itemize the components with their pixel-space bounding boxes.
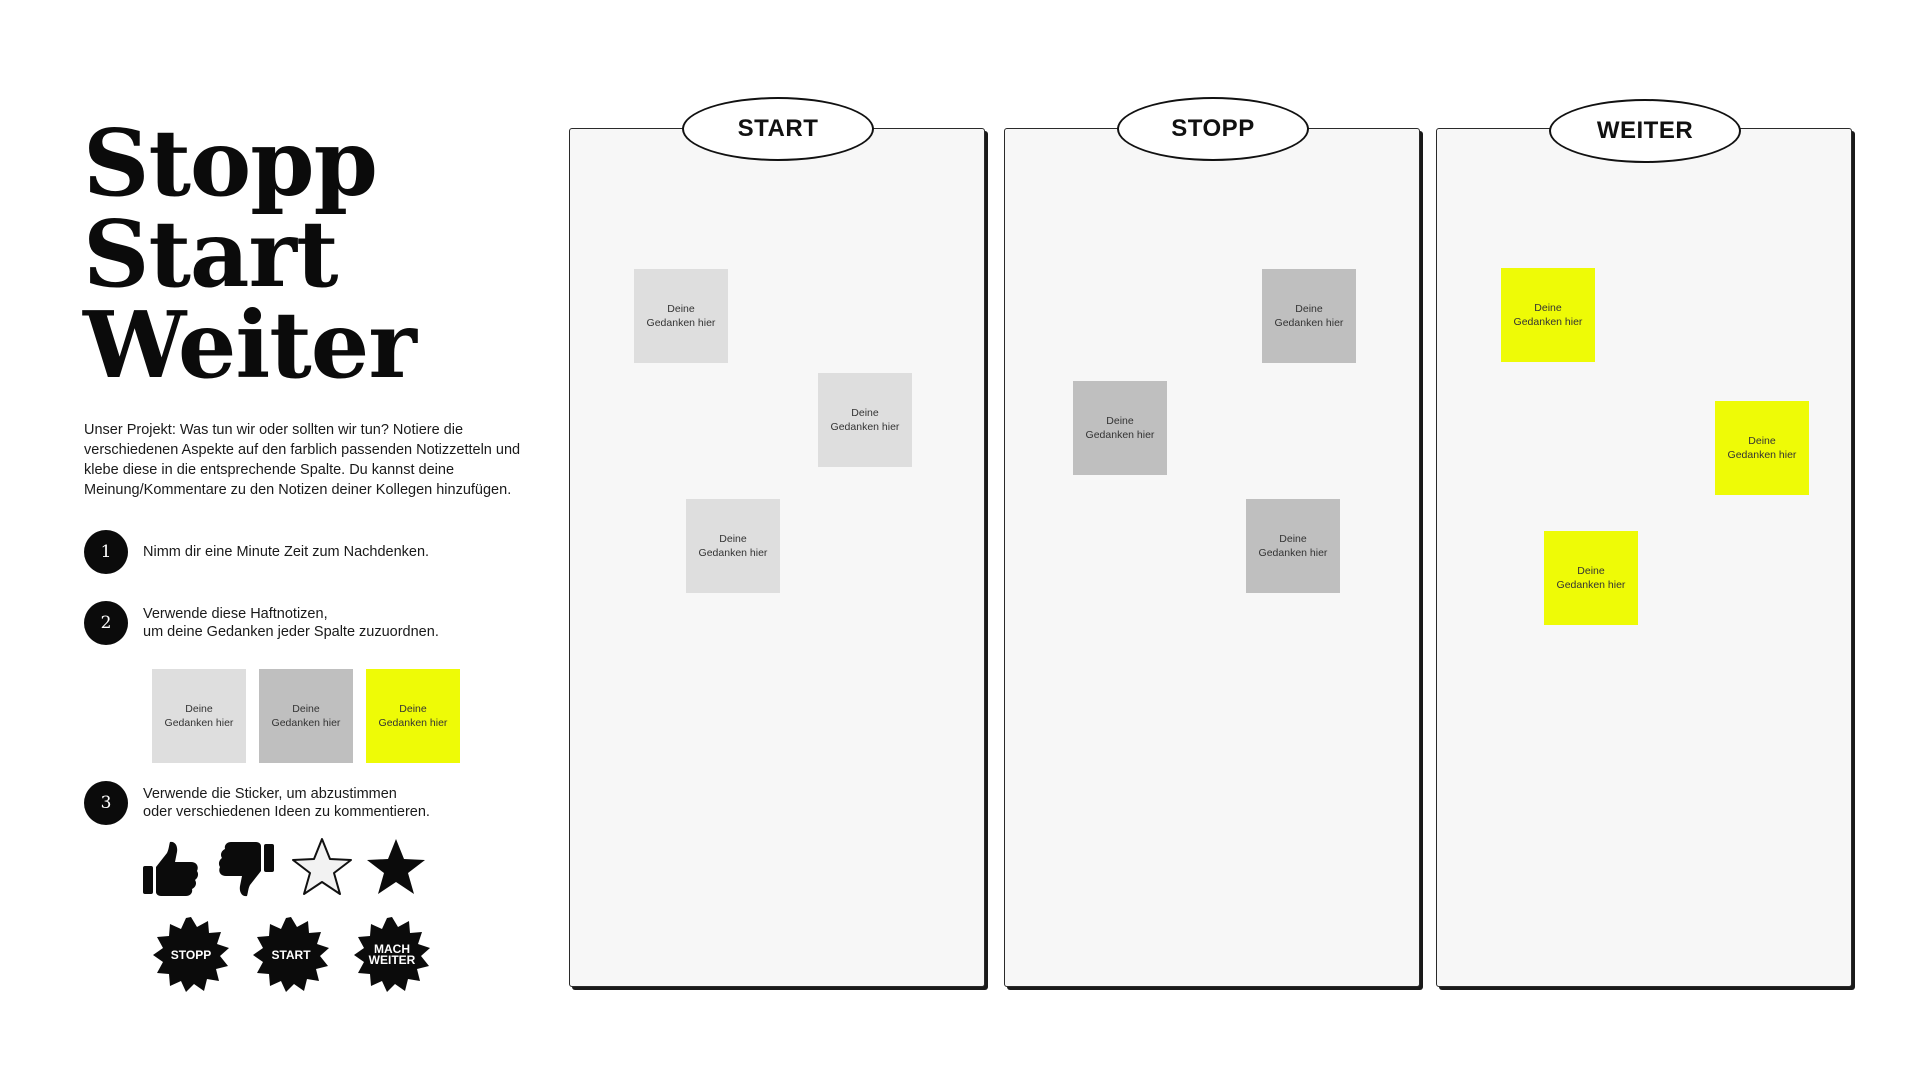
- star-filled-icon[interactable]: [364, 836, 428, 900]
- step-number-2: 2: [84, 601, 128, 645]
- star-outline-icon[interactable]: [290, 836, 354, 900]
- intro-text: Unser Projekt: Was tun wir oder sollten …: [84, 422, 521, 498]
- step-text-3: Verwende die Sticker, um abzustimmen ode…: [143, 786, 430, 820]
- step-2: 2 Verwende diese Haftnotizen, um deine G…: [84, 601, 439, 645]
- start-badge-sticker[interactable]: START: [251, 915, 331, 995]
- starburst-icon: [354, 917, 430, 992]
- column-header-weiter: WEITER: [1549, 99, 1741, 163]
- step-number-3: 3: [84, 781, 128, 825]
- step-text-2: Verwende diese Haftnotizen, um deine Ged…: [143, 606, 439, 640]
- starburst-icon: [153, 917, 229, 992]
- step-text-1: Nimm dir eine Minute Zeit zum Nachdenken…: [143, 544, 430, 560]
- stopp-badge-sticker[interactable]: STOPP: [151, 915, 231, 995]
- title-line-stopp: Stopp: [83, 109, 378, 217]
- badge-label: START: [271, 947, 311, 962]
- step-1: 1 Nimm dir eine Minute Zeit zum Nachdenk…: [84, 530, 429, 574]
- step-3: 3 Verwende die Sticker, um abzustimmen o…: [84, 781, 430, 825]
- column-header-start: START: [682, 97, 874, 161]
- title-line-start: Start: [83, 200, 339, 308]
- title-line-weiter: Weiter: [83, 291, 417, 399]
- column-weiter[interactable]: [1436, 128, 1852, 987]
- step-number-1: 1: [84, 530, 128, 574]
- badge-label: STOPP: [170, 947, 212, 962]
- column-stopp[interactable]: [1004, 128, 1420, 987]
- starburst-icon: [253, 917, 329, 992]
- thumbs-down-icon[interactable]: [218, 840, 276, 898]
- column-header-stopp: STOPP: [1117, 97, 1309, 161]
- thumbs-up-icon[interactable]: [141, 840, 199, 898]
- page-title: Stopp Start Weiter: [83, 109, 417, 399]
